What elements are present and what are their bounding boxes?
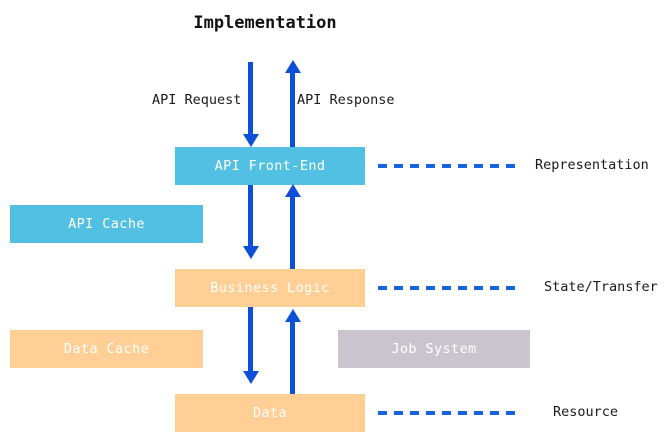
arrow-frontend-to-logic-head [242, 246, 259, 259]
flow-label-api-request: API Request [152, 92, 242, 108]
side-label-representation: Representation [535, 157, 649, 173]
arrow-logic-to-frontend-head [284, 184, 301, 197]
arrow-api-response-shaft [290, 72, 295, 147]
node-data-cache-label: Data Cache [63, 341, 150, 357]
node-api-cache-label: API Cache [68, 216, 145, 232]
arrow-frontend-to-logic-shaft [248, 185, 253, 247]
node-business-logic-label: Business Logic [210, 280, 330, 296]
node-api-front-end-label: API Front-End [214, 158, 326, 174]
node-job-system[interactable]: Job System [338, 330, 530, 368]
node-api-front-end[interactable]: API Front-End [175, 147, 365, 185]
node-business-logic[interactable]: Business Logic [175, 269, 365, 307]
dash-line-resource [378, 411, 522, 415]
side-label-state-transfer: State/Transfer [544, 279, 658, 295]
page-title: Implementation [193, 13, 337, 33]
node-data[interactable]: Data [175, 394, 365, 432]
arrow-logic-to-frontend-shaft [290, 196, 295, 269]
side-label-resource: Resource [553, 404, 619, 420]
arrow-api-request-shaft [248, 62, 253, 135]
flow-label-api-response: API Response [297, 92, 395, 108]
node-job-system-label: Job System [391, 341, 477, 357]
arrow-data-to-logic-head [284, 309, 301, 322]
arrow-api-request-head [242, 134, 259, 147]
dash-line-representation [378, 164, 522, 168]
node-data-cache[interactable]: Data Cache [10, 330, 203, 368]
dash-line-state-transfer [378, 286, 522, 290]
arrow-logic-to-data-shaft [248, 307, 253, 372]
arrow-data-to-logic-shaft [290, 321, 295, 394]
node-data-label: Data [252, 405, 288, 421]
arrow-logic-to-data-head [242, 371, 259, 384]
node-api-cache[interactable]: API Cache [10, 205, 203, 243]
arrow-api-response-head [284, 60, 301, 73]
